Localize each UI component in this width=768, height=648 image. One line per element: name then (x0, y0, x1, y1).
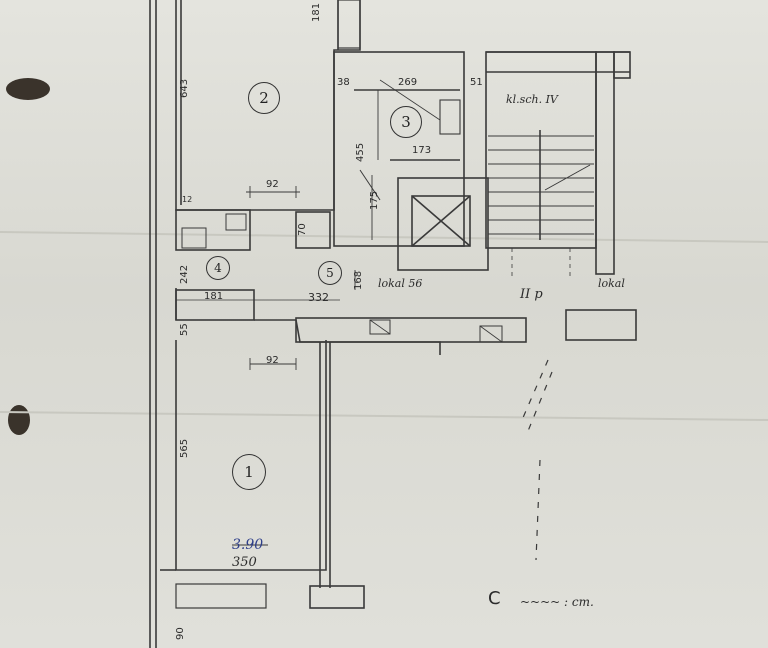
dim-643: 643 (179, 78, 190, 98)
dim-38: 38 (337, 77, 350, 88)
scale-letter: C (488, 588, 501, 609)
room-2-number: 2 (248, 82, 280, 114)
room-1-walls (175, 340, 327, 571)
dim-55: 55 (179, 323, 190, 336)
elevator-cab (411, 195, 471, 247)
dim-332: 332 (308, 291, 329, 304)
dim-350: 350 (232, 555, 257, 570)
lokal-wall (565, 309, 637, 341)
room-1-number: 1 (232, 454, 266, 490)
room-4-bath (175, 209, 251, 251)
dim-51: 51 (470, 77, 483, 88)
corridor-front-wall (295, 317, 527, 343)
dim-181-mid: 181 (204, 291, 224, 302)
dim-175: 175 (369, 190, 380, 210)
floor-label: II p (520, 287, 543, 302)
blue-annotation-390: 3.90 (232, 537, 264, 553)
entry-marks (521, 359, 553, 561)
dim-455: 455 (355, 142, 366, 162)
elevator-shaft (397, 177, 489, 271)
room-4-closet (175, 289, 255, 321)
room-3-walls (333, 51, 465, 247)
fold-line-2 (0, 411, 768, 421)
dim-242: 242 (179, 264, 190, 284)
lokal-56-label: lokal 56 (378, 277, 423, 290)
lokal-label: lokal (598, 277, 625, 290)
dimension-lines (232, 90, 379, 546)
dim-168: 168 (353, 270, 364, 290)
room-4-number: 4 (206, 256, 230, 280)
dim-92-top: 92 (266, 179, 279, 190)
dim-90: 90 (175, 627, 186, 640)
dim-181-top: 181 (311, 2, 322, 22)
dim-70: 70 (297, 223, 308, 236)
window-room-2 (337, 0, 361, 49)
binder-hole-top (6, 78, 50, 100)
dim-92-low: 92 (266, 355, 279, 366)
room-3-number: 3 (390, 106, 422, 138)
dim-269: 269 (398, 77, 418, 88)
scale-note: ~~~~ : cm. (520, 595, 594, 609)
dim-173: 173 (412, 145, 432, 156)
fold-line (0, 231, 768, 243)
column-base (309, 585, 365, 609)
dim-565: 565 (179, 438, 190, 458)
room-5-number: 5 (318, 261, 342, 285)
stair-label: kl.sch. IV (506, 93, 558, 106)
wc-box (295, 211, 331, 249)
window-room-1 (175, 583, 267, 609)
sink-fixture (439, 99, 461, 135)
stair-treads (488, 135, 594, 235)
corridor-wall (295, 319, 441, 355)
dim-12: 12 (182, 195, 193, 204)
